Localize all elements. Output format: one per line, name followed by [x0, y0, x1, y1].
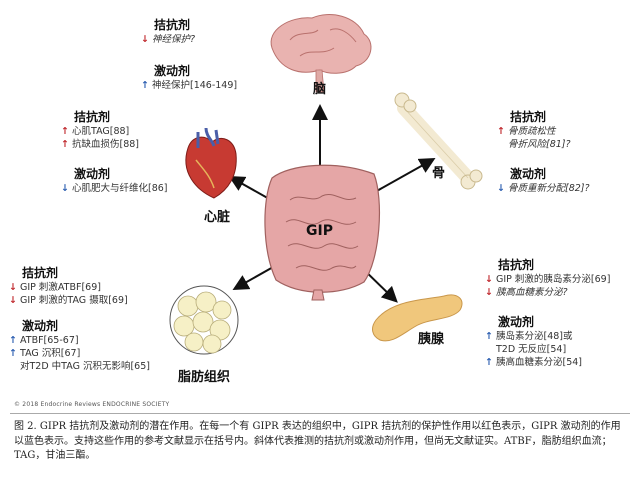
- brain-annotation: 拮抗剂 ↓神经保护? 激动剂 ↑神经保护[146-149]: [140, 16, 237, 92]
- brain-antagonist-header: 拮抗剂: [154, 18, 191, 32]
- pancreas-label: 胰腺: [418, 332, 445, 347]
- adipose-agonist-item: ↑ATBF[65-67]: [9, 335, 79, 346]
- heart-antagonist-item: ↑心肌TAG[88]: [61, 126, 130, 137]
- bone-antagonist-item: 骨折风险[81]?: [508, 139, 571, 150]
- figure-caption: 图 2. GIPR 拮抗剂及激动剂的潜在作用。在每一个有 GIPR 表达的组织中…: [14, 421, 621, 461]
- pancreas-antagonist-item: ↓GIP 刺激的胰岛素分泌[69]: [485, 274, 611, 285]
- bone-label: 骨: [432, 166, 446, 181]
- pancreas-agonist-item: T2D 无反应[54]: [496, 344, 567, 355]
- pancreas-icon: [372, 294, 463, 342]
- brain-agonist-header: 激动剂: [154, 64, 191, 78]
- pancreas-antagonist-header: 拮抗剂: [498, 258, 535, 272]
- intestine-icon: [264, 164, 381, 301]
- heart-annotation: 拮抗剂 ↑心肌TAG[88] ↑抗缺血损伤[88] 激动剂 ↓心肌肥大与纤维化[…: [60, 108, 168, 195]
- adipose-antagonist-header: 拮抗剂: [22, 266, 59, 280]
- bone-agonist-item: ↓骨质重新分配[82]?: [497, 183, 590, 194]
- heart-antagonist-item: ↑抗缺血损伤[88]: [61, 139, 140, 150]
- adipose-agonist-header: 激动剂: [22, 319, 59, 333]
- adipose-agonist-item: 对T2D 中TAG 沉积无影响[65]: [20, 361, 150, 372]
- brain-icon: [270, 14, 372, 93]
- bone-agonist-header: 激动剂: [510, 167, 547, 181]
- bone-icon: [394, 92, 483, 190]
- pancreas-agonist-item: ↑胰岛素分泌[48]或: [485, 331, 573, 342]
- brain-label: 脑: [313, 82, 327, 97]
- pancreas-agonist-item: ↑胰高血糖素分泌[54]: [485, 357, 583, 368]
- pancreas-agonist-header: 激动剂: [498, 315, 535, 329]
- copyright-text: © 2018 Endocrine Reviews ENDOCRINE SOCIE…: [14, 401, 170, 408]
- bone-antagonist-header: 拮抗剂: [510, 110, 547, 124]
- pancreas-antagonist-item: ↓胰高血糖素分泌?: [485, 287, 568, 298]
- caption-divider: [10, 413, 630, 414]
- adipose-annotation: 拮抗剂 ↓GIP 刺激ATBF[69] ↓GIP 刺激的TAG 摄取[69] 激…: [8, 264, 150, 373]
- adipose-antagonist-item: ↓GIP 刺激ATBF[69]: [9, 282, 101, 293]
- illustration-layer: [169, 14, 483, 355]
- bone-annotation: 拮抗剂 ↑骨质疏松性 骨折风险[81]? 激动剂 ↓骨质重新分配[82]?: [496, 108, 590, 195]
- bone-antagonist-item: ↑骨质疏松性: [497, 126, 556, 137]
- brain-antagonist-item: ↓神经保护?: [141, 34, 196, 45]
- heart-agonist-header: 激动剂: [74, 167, 111, 181]
- gip-label: GIP: [306, 223, 333, 239]
- heart-icon: [185, 127, 237, 199]
- heart-antagonist-header: 拮抗剂: [74, 110, 111, 124]
- heart-label: 心脏: [204, 210, 231, 225]
- adipose-label: 脂肪组织: [178, 370, 231, 385]
- adipose-agonist-item: ↑TAG 沉积[67]: [9, 348, 81, 359]
- adipose-antagonist-item: ↓GIP 刺激的TAG 摄取[69]: [9, 295, 128, 306]
- brain-agonist-item: ↑神经保护[146-149]: [141, 80, 238, 91]
- adipose-icon: [169, 285, 239, 355]
- heart-agonist-item: ↓心肌肥大与纤维化[86]: [61, 183, 168, 194]
- arrow-to-bone: [374, 158, 436, 193]
- pancreas-annotation: 拮抗剂 ↓GIP 刺激的胰岛素分泌[69] ↓胰高血糖素分泌? 激动剂 ↑胰岛素…: [484, 256, 610, 369]
